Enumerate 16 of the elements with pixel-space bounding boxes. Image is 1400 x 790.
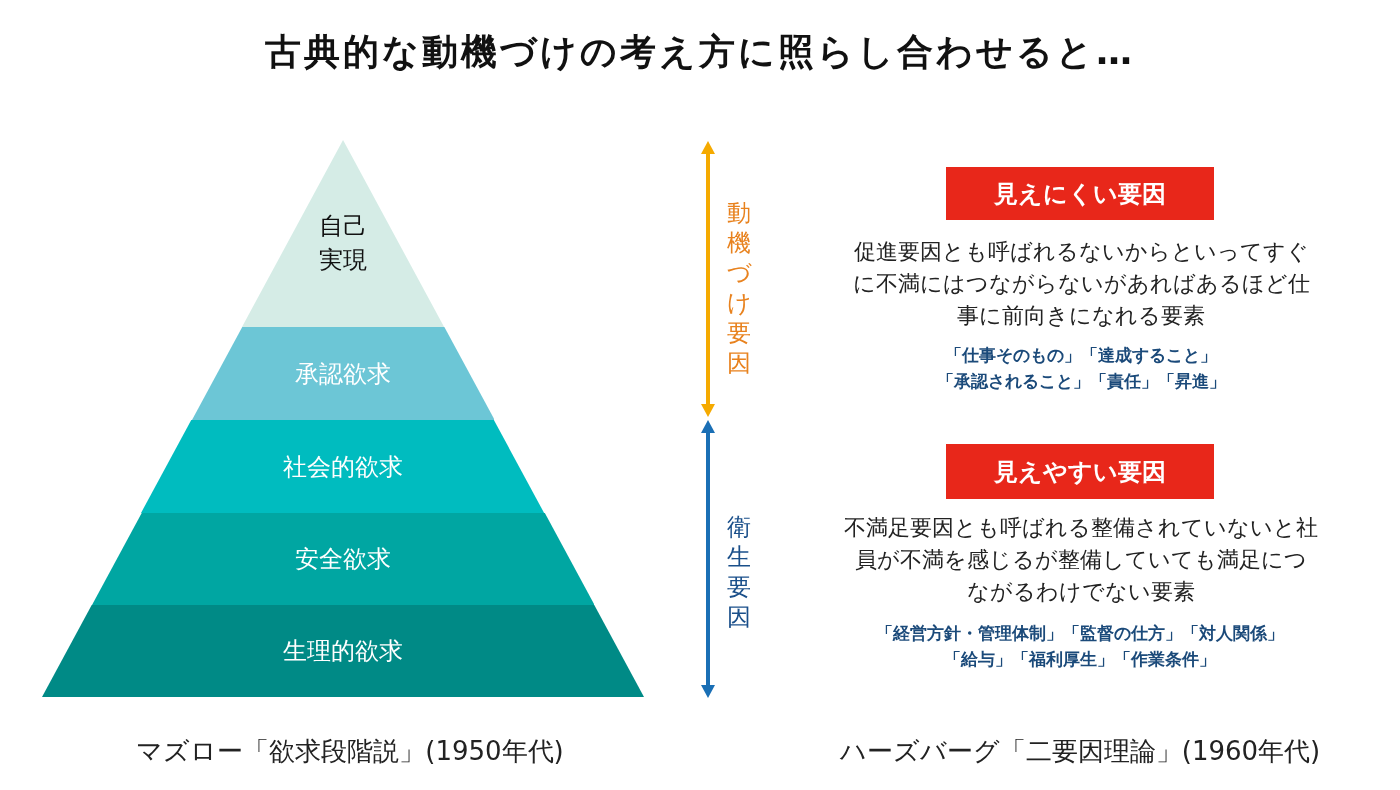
range-label: 動機づけ要因 (726, 198, 752, 378)
factor-list: 「経営方針・管理体制」「監督の仕方」「対人関係」「給与」「福利厚生」「作業条件」 (875, 620, 1285, 672)
title: 古典的な動機づけの考え方に照らし合わせると… (264, 30, 1136, 74)
caption: マズロー「欲求段階説」(1950年代) (135, 735, 565, 768)
caption: ハーズバーグ「二要因理論」(1960年代) (838, 735, 1322, 768)
label-badge: 見えにくい要因 (946, 167, 1214, 220)
label-badge: 見えやすい要因 (946, 444, 1214, 499)
range-label: 衛生要因 (726, 512, 752, 632)
band-label: 承認欲求 (294, 358, 392, 390)
description-text: 不満足要因とも呼ばれる整備されていないと社員が不満を感じるが整備していても満足につながるわけでない要素 (844, 514, 1318, 606)
factor-list: 「仕事そのもの」「達成すること」「承認されること」「責任」「昇進」 (936, 342, 1226, 394)
band-label: 安全欲求 (294, 544, 392, 575)
band-label: 生理的欲求 (282, 636, 404, 667)
band-label: 社会的欲求 (282, 451, 404, 483)
description-text: 促進要因とも呼ばれるないからといってすぐに不満にはつながらないがあればあるほど仕事に前向きになれる要素 (851, 238, 1311, 330)
band-label: 自己実現 (318, 210, 368, 276)
